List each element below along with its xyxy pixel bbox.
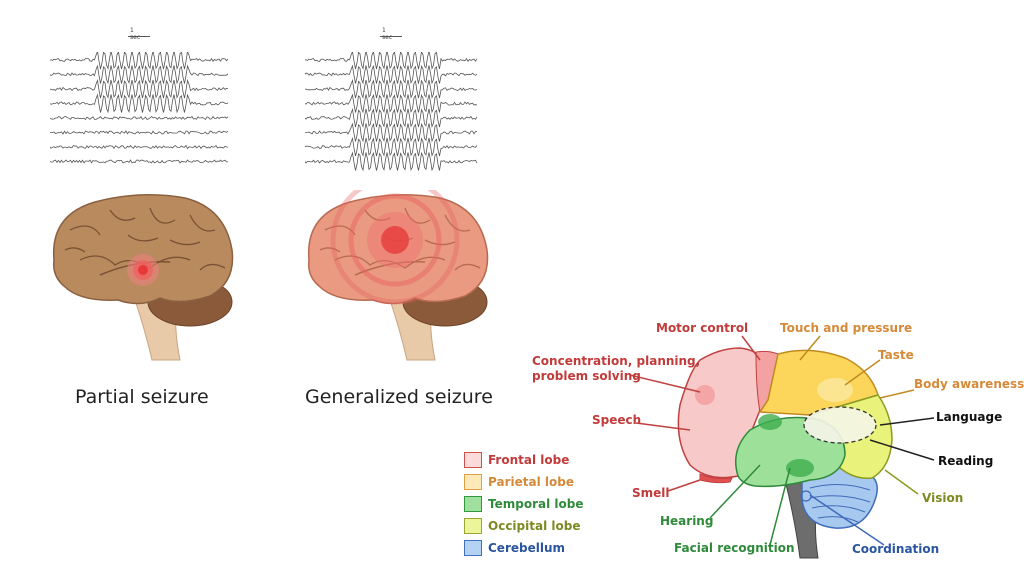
label-facial-recognition: Facial recognition	[674, 541, 795, 555]
eeg-trace	[305, 108, 478, 128]
scale-bar-partial	[128, 36, 150, 37]
label-coordination: Coordination	[852, 542, 940, 556]
caption-partial-seizure: Partial seizure	[75, 386, 209, 408]
eeg-trace	[305, 52, 478, 70]
eeg-trace	[305, 122, 478, 143]
eeg-trace	[50, 93, 229, 114]
eeg-trace	[50, 79, 229, 99]
legend-item-occipital: Occipital lobe	[464, 516, 580, 536]
legend-swatch-temporal	[464, 496, 482, 512]
label-vision: Vision	[922, 491, 964, 505]
legend-item-cerebellum: Cerebellum	[464, 538, 565, 558]
scale-label-partial: 1 sec	[130, 27, 141, 41]
label-motor-control: Motor control	[656, 321, 749, 335]
label-concentration-2: problem solving	[532, 369, 641, 383]
eeg-trace	[305, 79, 478, 99]
eeg-trace	[50, 144, 229, 150]
legend-label-temporal: Temporal lobe	[488, 497, 584, 511]
legend-item-parietal: Parietal lobe	[464, 472, 574, 492]
language-region	[803, 406, 877, 444]
caption-generalized-seizure: Generalized seizure	[305, 386, 493, 408]
eeg-trace	[50, 130, 229, 135]
legend-item-temporal: Temporal lobe	[464, 494, 583, 514]
brain-lobes-diagram	[677, 347, 893, 559]
scale-bar-generalized	[380, 36, 402, 37]
legend-label-frontal: Frontal lobe	[488, 453, 570, 467]
brain-generalized	[307, 190, 489, 361]
legend-swatch-occipital	[464, 518, 482, 534]
legend-swatch-parietal	[464, 474, 482, 490]
eeg-traces-generalized	[305, 52, 478, 172]
eeg-trace	[50, 159, 228, 164]
label-smell: Smell	[632, 486, 670, 500]
legend-label-parietal: Parietal lobe	[488, 475, 574, 489]
eeg-trace	[305, 64, 478, 85]
label-body-awareness: Body awareness	[914, 377, 1024, 391]
eeg-trace	[50, 115, 229, 121]
eeg-trace	[50, 52, 229, 70]
eeg-trace	[305, 137, 478, 157]
label-language: Language	[936, 410, 1003, 424]
eeg-trace	[305, 151, 478, 172]
legend-swatch-frontal	[464, 452, 482, 468]
legend-item-frontal: Frontal lobe	[464, 450, 569, 470]
legend-label-cerebellum: Cerebellum	[488, 541, 566, 555]
label-taste: Taste	[878, 348, 914, 362]
legend-label-occipital: Occipital lobe	[488, 519, 581, 533]
brain-partial	[52, 194, 234, 361]
eeg-traces-partial	[50, 52, 229, 164]
eeg-trace	[50, 64, 229, 85]
scale-label-generalized: 1 sec	[382, 27, 393, 41]
label-concentration: Concentration, planning,	[532, 354, 701, 368]
label-hearing: Hearing	[660, 514, 714, 528]
eeg-trace	[305, 93, 478, 114]
label-reading: Reading	[938, 454, 994, 468]
legend-swatch-cerebellum	[464, 540, 482, 556]
label-touch-pressure: Touch and pressure	[780, 321, 913, 335]
label-speech: Speech	[592, 413, 642, 427]
